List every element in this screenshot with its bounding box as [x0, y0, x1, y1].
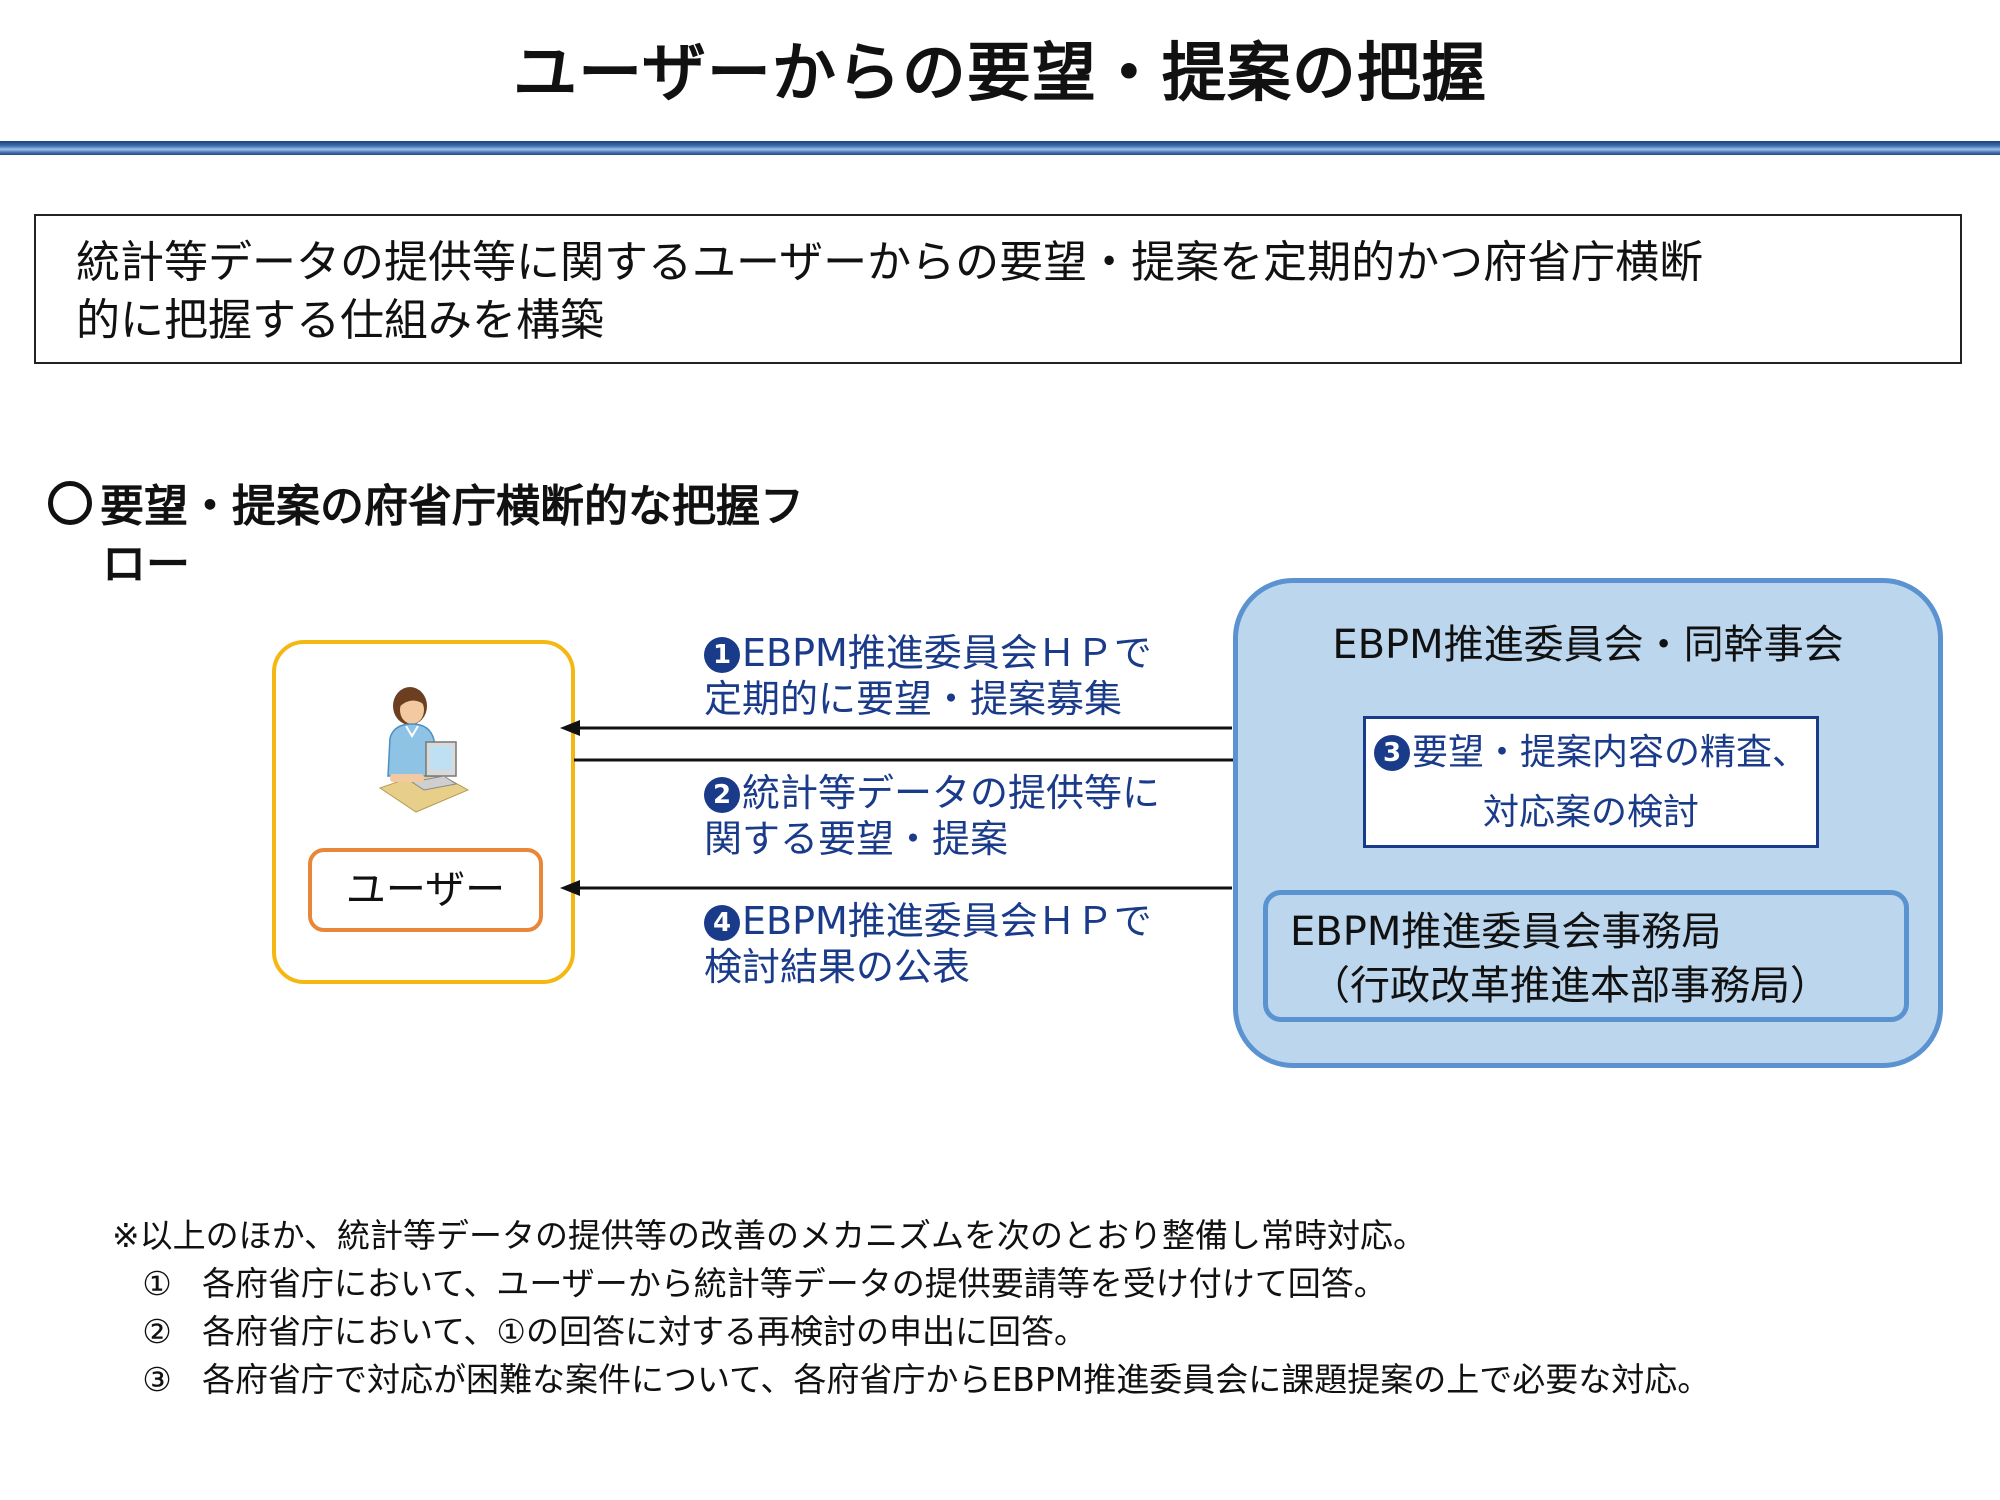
step-number-badge: 1	[704, 637, 740, 673]
review-line-1: 要望・提案内容の精査、	[1411, 732, 1808, 773]
note-item: ③ 各府省庁で対応が困難な案件について、各府省庁からEBPM推進委員会に課題提案…	[112, 1356, 1812, 1404]
step-number-badge: 3	[1373, 735, 1410, 771]
review-line-2: 対応案の検討	[1482, 792, 1699, 833]
flow-message-2-line-2: 関する要望・提案	[704, 817, 1009, 861]
summary-line-2: 的に把握する仕組みを構築	[76, 295, 604, 346]
notes: ※以上のほか、統計等データの提供等の改善のメカニズムを次のとおり整備し常時対応。…	[112, 1212, 1812, 1404]
note-text: 各府省庁において、①の回答に対する再検討の申出に回答。	[202, 1312, 1087, 1351]
secretariat-line-2: （行政改革推進本部事務局）	[1310, 963, 1830, 1009]
section-heading-line-2: ロー	[102, 539, 190, 590]
step-number-badge: 2	[704, 777, 740, 813]
flow-arrows	[560, 720, 1260, 896]
note-text: 各府省庁において、ユーザーから統計等データの提供要請等を受け付けて回答。	[202, 1264, 1387, 1303]
user-at-computer-icon	[378, 687, 470, 813]
note-text: 各府省庁で対応が困難な案件について、各府省庁からEBPM推進委員会に課題提案の上…	[202, 1360, 1711, 1399]
flow-message-2-line-1: 統計等データの提供等に	[742, 771, 1161, 815]
note-marker: ③	[142, 1360, 172, 1399]
flow-message-4-line-2: 検討結果の公表	[704, 945, 971, 989]
flow-message-1-line-2: 定期的に要望・提案募集	[704, 677, 1123, 721]
arrowhead-left-icon	[560, 720, 580, 736]
secretariat-box: EBPM推進委員会事務局 （行政改革推進本部事務局）	[1263, 890, 1909, 1022]
arrowhead-left-icon	[560, 880, 580, 896]
committee-title: EBPM推進委員会・同幹事会	[1332, 622, 1844, 668]
summary-line-1: 統計等データの提供等に関するユーザーからの要望・提案を定期的かつ府省庁横断	[76, 237, 1704, 288]
summary-text: 統計等データの提供等に関するユーザーからの要望・提案を定期的かつ府省庁横断 的に…	[76, 234, 1916, 350]
summary-box: 統計等データの提供等に関するユーザーからの要望・提案を定期的かつ府省庁横断 的に…	[34, 214, 1962, 364]
note-item: ① 各府省庁において、ユーザーから統計等データの提供要請等を受け付けて回答。	[112, 1260, 1812, 1308]
note-marker: ②	[142, 1312, 172, 1351]
note-marker: ①	[142, 1264, 172, 1303]
section-heading: 要望・提案の府省庁横断的な把握フ ロー	[48, 478, 908, 594]
user-label: ユーザー	[308, 848, 543, 932]
note-item: ② 各府省庁において、①の回答に対する再検討の申出に回答。	[112, 1308, 1812, 1356]
title-divider	[0, 141, 2000, 155]
circle-bullet-icon	[48, 481, 92, 525]
flow-message-4-line-1: EBPM推進委員会ＨＰで	[742, 899, 1152, 943]
notes-intro: ※以上のほか、統計等データの提供等の改善のメカニズムを次のとおり整備し常時対応。	[112, 1216, 1426, 1255]
secretariat-line-1: EBPM推進委員会事務局	[1290, 909, 1722, 955]
section-heading-line-1: 要望・提案の府省庁横断的な把握フ	[100, 481, 804, 532]
page-title: ユーザーからの要望・提案の把握	[513, 37, 1487, 111]
step-number-badge: 4	[704, 905, 740, 941]
flow-message-1-line-1: EBPM推進委員会ＨＰで	[742, 631, 1152, 675]
